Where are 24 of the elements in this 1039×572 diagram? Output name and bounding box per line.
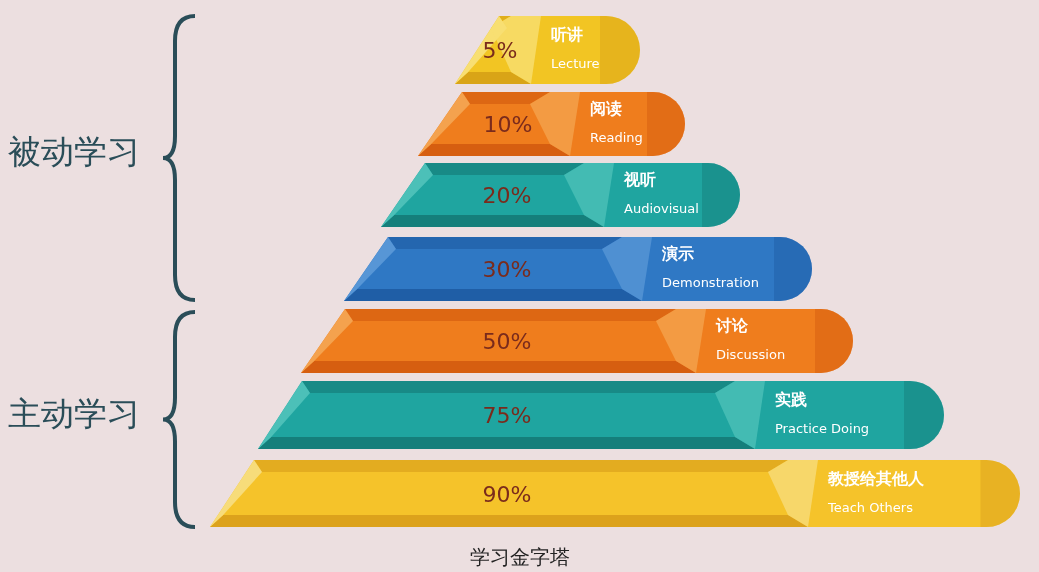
tier-title: 教授给其他人 [828, 468, 924, 490]
tier-subtitle: Teach Others [828, 499, 913, 515]
tier-subtitle: Practice Doing [775, 421, 870, 436]
group-label: 被动学习 [8, 131, 140, 173]
tier-subtitle: Reading [590, 130, 643, 145]
percentage-label: 75% [482, 402, 532, 428]
percentage-label: 10% [483, 111, 533, 137]
tier-subtitle: Audiovisual [624, 201, 699, 216]
tier-subtitle: Discussion [716, 347, 786, 362]
percentage-label: 90% [482, 481, 532, 506]
tier-title: 听讲 [551, 25, 583, 46]
percentage-label: 50% [482, 328, 532, 354]
tier-subtitle: Demonstration [662, 275, 759, 290]
tier-subtitle: Lecture [551, 56, 600, 71]
tier-title: 演示 [662, 244, 694, 265]
percentage-label: 20% [482, 182, 532, 208]
group-label: 主动学习 [8, 393, 140, 435]
tier-title: 阅读 [590, 99, 622, 120]
caption: 学习金字塔 [468, 544, 571, 571]
tier-title: 视听 [624, 170, 656, 191]
percentage-label: 30% [482, 256, 532, 282]
tier-title: 讨论 [716, 316, 748, 337]
tier-title: 实践 [775, 390, 807, 411]
percentage-label: 5% [482, 37, 518, 63]
